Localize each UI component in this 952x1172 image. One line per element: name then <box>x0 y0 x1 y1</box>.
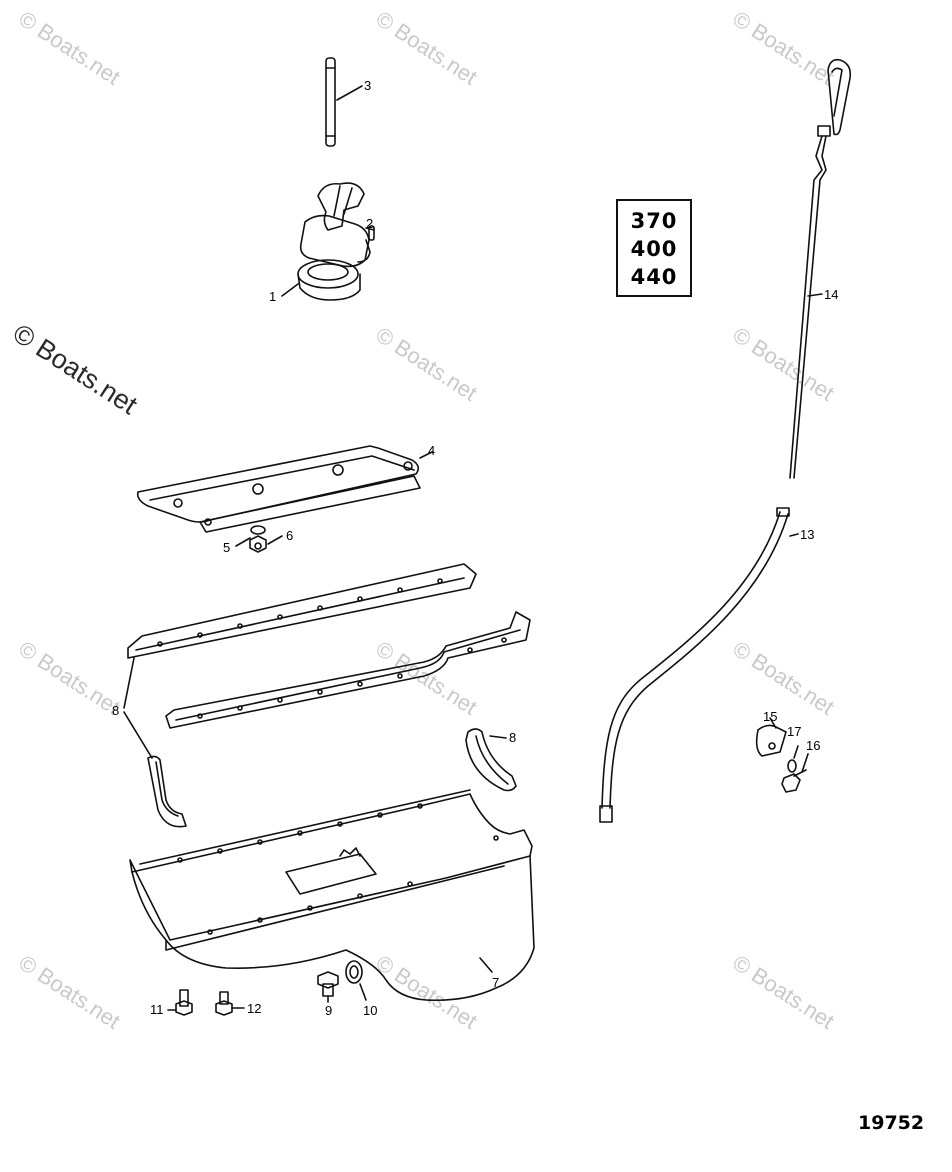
dipstick-tube <box>599 507 799 823</box>
callout-number: 15 <box>763 709 778 724</box>
pump-drive-shaft <box>325 57 363 147</box>
callout-number: 2 <box>366 216 374 231</box>
tray-washer-and-nut <box>235 525 283 553</box>
pan-bolt-short <box>215 991 245 1016</box>
figure-number: 19752 <box>858 1112 925 1134</box>
windage-tray <box>136 445 433 533</box>
front-seal-right <box>465 728 517 792</box>
dipstick <box>789 58 852 479</box>
callout-number: 8 <box>112 703 120 718</box>
callout-number: 3 <box>364 78 372 93</box>
callout-leader <box>123 657 135 709</box>
pan-gasket-right <box>165 611 531 729</box>
callout-number: 13 <box>800 527 815 542</box>
pan-bolt-long <box>167 989 193 1016</box>
callout-number: 6 <box>286 528 294 543</box>
clip-washer <box>787 745 799 773</box>
drain-plug <box>317 971 339 1003</box>
model-number: 370 <box>630 209 678 233</box>
model-number: 440 <box>630 265 678 289</box>
callout-number: 5 <box>223 540 231 555</box>
oil-pan <box>129 789 535 1002</box>
drain-plug-washer <box>345 960 367 1001</box>
callout-number: 9 <box>325 1003 333 1018</box>
callout-number: 12 <box>247 1001 262 1016</box>
callout-leader <box>123 711 153 759</box>
pump-pin <box>365 225 375 241</box>
callout-number: 4 <box>428 443 436 458</box>
oil-pump <box>281 182 371 301</box>
callout-number: 10 <box>363 1003 378 1018</box>
callout-number: 8 <box>509 730 517 745</box>
model-number: 400 <box>630 237 678 261</box>
callout-number: 17 <box>787 724 802 739</box>
rear-seal-left <box>147 755 187 828</box>
callout-number: 7 <box>492 975 500 990</box>
clip-bolt <box>781 753 809 793</box>
tube-clip <box>755 717 787 757</box>
callout-number: 14 <box>824 287 839 302</box>
callout-number: 1 <box>269 289 277 304</box>
callout-number: 16 <box>806 738 821 753</box>
callout-number: 11 <box>150 1002 164 1017</box>
pan-gasket-left <box>127 563 477 659</box>
engine-model-box: 370 400 440 <box>616 199 692 297</box>
